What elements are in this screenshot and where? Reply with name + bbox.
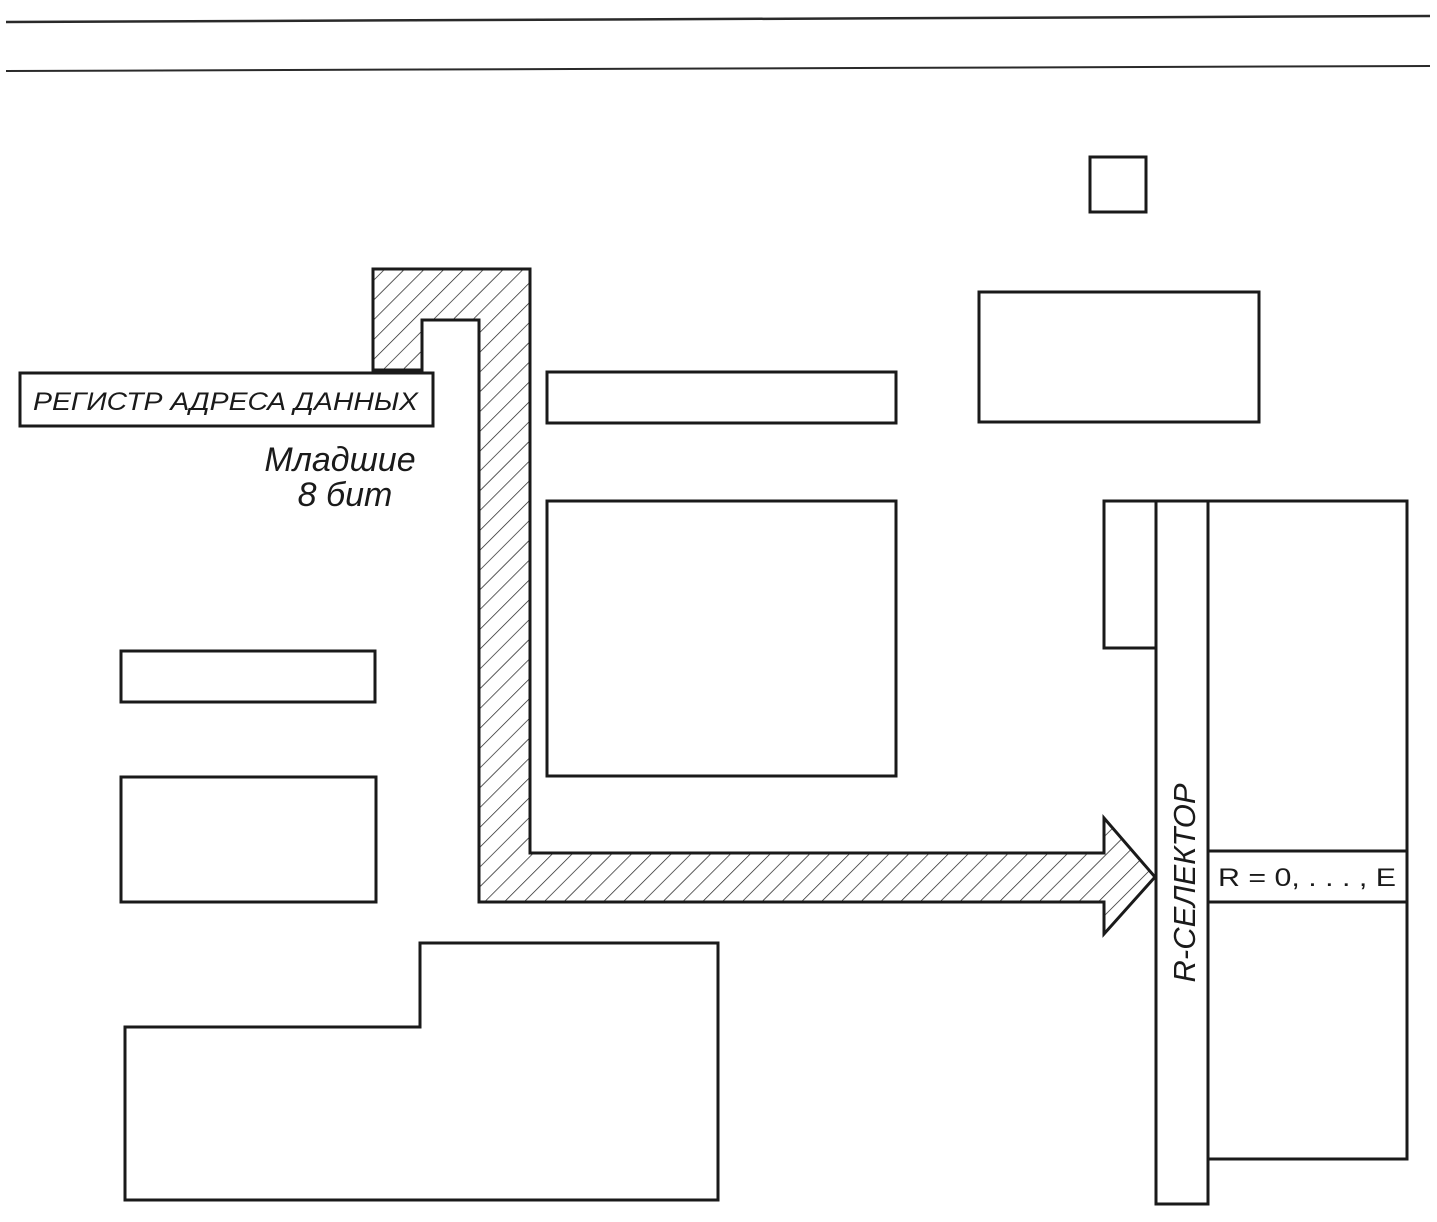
register-file-block xyxy=(1206,499,1409,1161)
small-square-block xyxy=(1088,155,1148,214)
hatched-data-path xyxy=(371,267,1157,938)
r-selector-label: R-СЕЛЕКТОР xyxy=(1167,783,1202,982)
thin-bar-block-left xyxy=(119,649,377,704)
register-range-label: R = 0, . . . , E xyxy=(1218,864,1396,892)
large-central-block xyxy=(545,499,898,778)
small-tall-block xyxy=(1102,499,1158,650)
thin-bar-block-middle xyxy=(545,370,898,425)
data-address-register-label: РЕГИСТР АДРЕСА ДАННЫХ xyxy=(33,388,419,416)
data-address-register-box xyxy=(18,371,435,428)
low-bits-label-line1: Младшие xyxy=(264,441,415,479)
low-bits-label-line2: 8 бит xyxy=(298,476,393,514)
top-rule-lower xyxy=(5,65,1431,72)
bottom-stepped-block xyxy=(123,941,720,1202)
top-rule-upper xyxy=(5,14,1431,24)
left-block xyxy=(119,775,378,904)
upper-right-block xyxy=(977,290,1261,424)
